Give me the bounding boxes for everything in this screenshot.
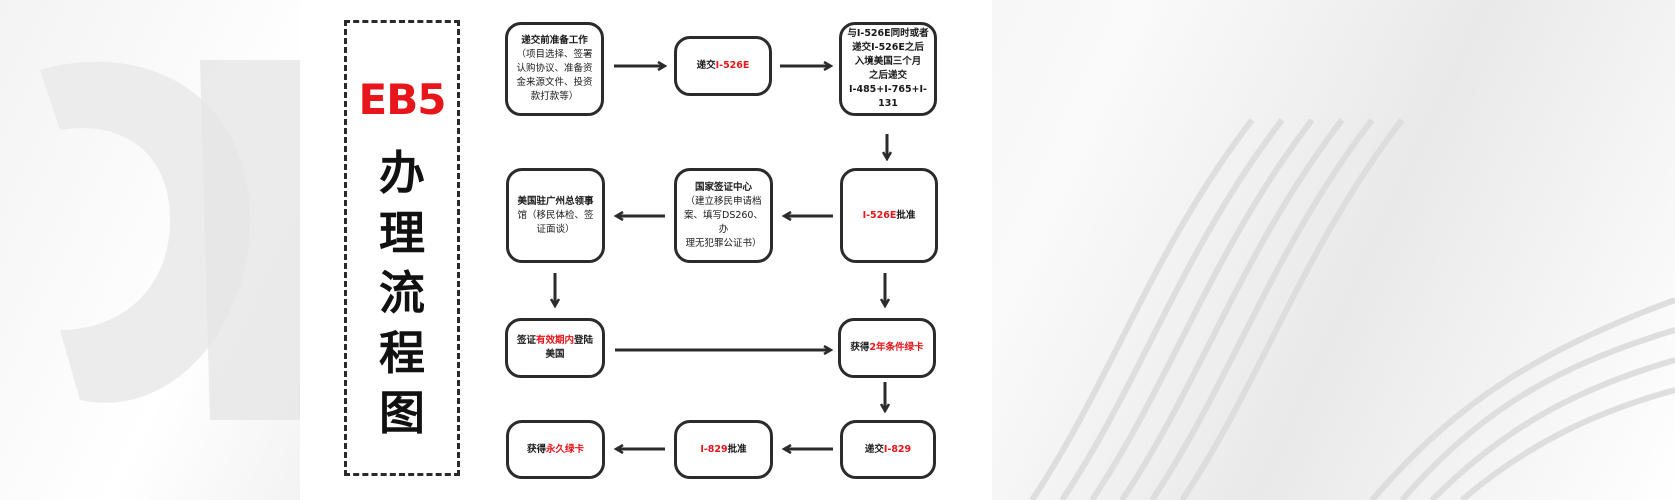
node-permanent-green-card: 获得永久绿卡 [506, 420, 605, 479]
title-process-chart: 办 理 流 程 图 [347, 143, 457, 443]
node-consulate: 美国驻广州总领事 馆（移民体检、签 证面谈） [506, 168, 605, 263]
node-i829-approved: I-829批准 [674, 420, 773, 479]
background-wave-lines [1029, 118, 1675, 500]
node-nvc: 国家签证中心 （建立移民申请档 案、填写DS260、办 理无犯罪公证书） [674, 168, 773, 263]
background-right [992, 0, 1675, 500]
background-watermark-shape [40, 60, 300, 420]
node-entry-submit: 与I-526E同时或者 递交I-526E之后 入境美国三个月 之后递交 I-48… [839, 22, 937, 116]
title-char: 流 [379, 266, 425, 320]
node-preparation: 递交前准备工作 （项目选择、签署 认购协议、准备资 金来源文件、投资 款打款等） [505, 22, 604, 116]
title-char: 程 [379, 326, 425, 380]
node-submit-i829: 递交I-829 [840, 420, 936, 479]
background-left [0, 0, 300, 500]
title-char: 图 [379, 386, 425, 440]
node-enter-us: 签证有效期内登陆 美国 [505, 318, 605, 378]
node-conditional-green-card: 获得2年条件绿卡 [838, 318, 936, 378]
node-submit-i526e: 递交I-526E [674, 36, 772, 96]
title-box: EB5 办 理 流 程 图 [344, 20, 460, 476]
title-char: 办 [379, 146, 425, 200]
node-i526e-approved: I-526E批准 [840, 168, 938, 263]
title-char: 理 [379, 206, 425, 260]
title-eb5: EB5 [358, 75, 447, 124]
